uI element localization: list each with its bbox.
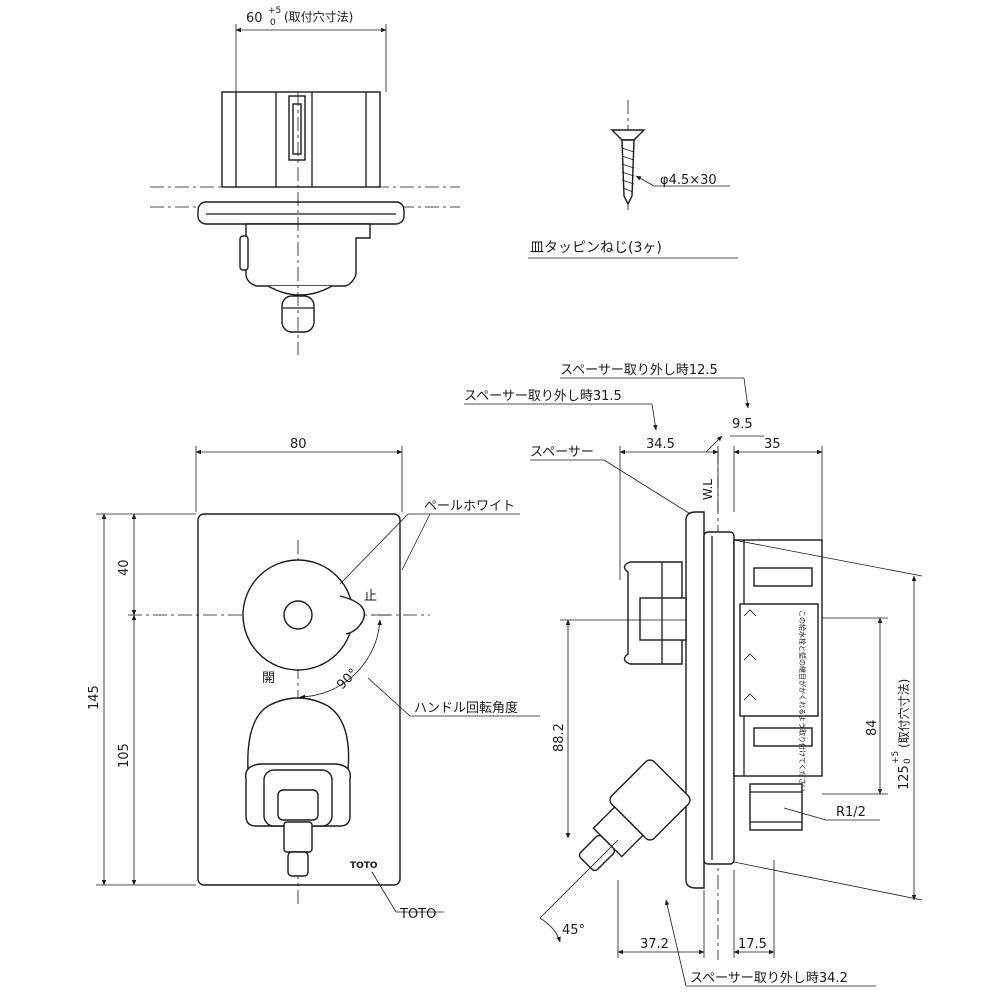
- angle-45: 45°: [562, 923, 585, 938]
- dim-37-2: 37.2: [640, 937, 669, 952]
- rotation-label: ハンドル回転角度: [414, 700, 518, 716]
- front-width-dim: 80: [290, 437, 307, 452]
- top-handle: [245, 223, 371, 287]
- dim-88-2: 88.2: [552, 723, 567, 752]
- spacer-removed-31-5: スペーサー取り外し時31.5: [464, 389, 622, 404]
- side-spout: [578, 759, 691, 872]
- dim-125-tol-low: 0: [903, 758, 913, 764]
- top-view: 60 +5 0 (取付穴寸法): [150, 6, 460, 355]
- wl-label: W.L: [701, 479, 715, 500]
- brand-label: TOTO: [399, 907, 436, 922]
- screw-spec: φ4.5×30: [660, 173, 717, 188]
- front-spout-tip: [287, 851, 309, 877]
- top-flange: [197, 201, 405, 225]
- side-spacer: [703, 531, 735, 865]
- side-thread-fitting: [749, 783, 803, 831]
- top-width-tol-high: +5: [268, 6, 281, 16]
- top-width-dim: 60: [246, 11, 263, 26]
- dim-125-note: (取付穴寸法): [896, 679, 911, 748]
- thread-label: R1/2: [836, 805, 866, 820]
- color-label: ペールホワイト: [424, 499, 515, 514]
- side-plate: [685, 511, 705, 889]
- front-spout-body: [247, 697, 350, 771]
- screw-detail: φ4.5×30 皿タッピンねじ(3ヶ): [528, 100, 738, 259]
- rotation-arc: [299, 619, 382, 700]
- front-handle-center: [283, 600, 313, 630]
- front-lower-dim: 105: [117, 743, 132, 768]
- dim-125: 125: [897, 765, 912, 790]
- dim-35: 35: [764, 437, 781, 452]
- top-width-tol-low: 0: [270, 18, 276, 28]
- screw-shaft: [621, 139, 635, 206]
- front-height-dim: 145: [87, 685, 102, 710]
- dim-125-tol-high: +5: [891, 751, 901, 764]
- top-width-note: (取付穴寸法): [284, 9, 353, 24]
- spacer-removed-34-2: スペーサー取り外し時34.2: [690, 971, 848, 986]
- dim-17-5: 17.5: [738, 937, 767, 952]
- dim-34-5: 34.5: [646, 437, 675, 452]
- spacer-removed-12-5: スペーサー取り外し時12.5: [560, 363, 718, 378]
- dim-9-5: 9.5: [732, 417, 753, 432]
- front-upper-dim: 40: [117, 559, 132, 576]
- stop-label: 止: [364, 589, 377, 604]
- screw-head: [610, 129, 646, 141]
- screw-label: 皿タッピンねじ(3ヶ): [530, 240, 662, 256]
- side-view: スペーサー取り外し時12.5 スペーサー取り外し時31.5 9.5 34.5 3…: [464, 363, 923, 987]
- front-view: 80 145 40 105 止 開 90° ハンドル回転角度 ペールホワイト: [87, 437, 540, 922]
- open-label: 開: [262, 671, 275, 686]
- spacer-label: スペーサー: [530, 445, 594, 460]
- brand-mark: TOTO: [350, 861, 378, 871]
- sticker-text: この給水栓と壁の継目がかくれるよう取り付けてください: [798, 610, 807, 792]
- dim-84: 84: [865, 719, 880, 736]
